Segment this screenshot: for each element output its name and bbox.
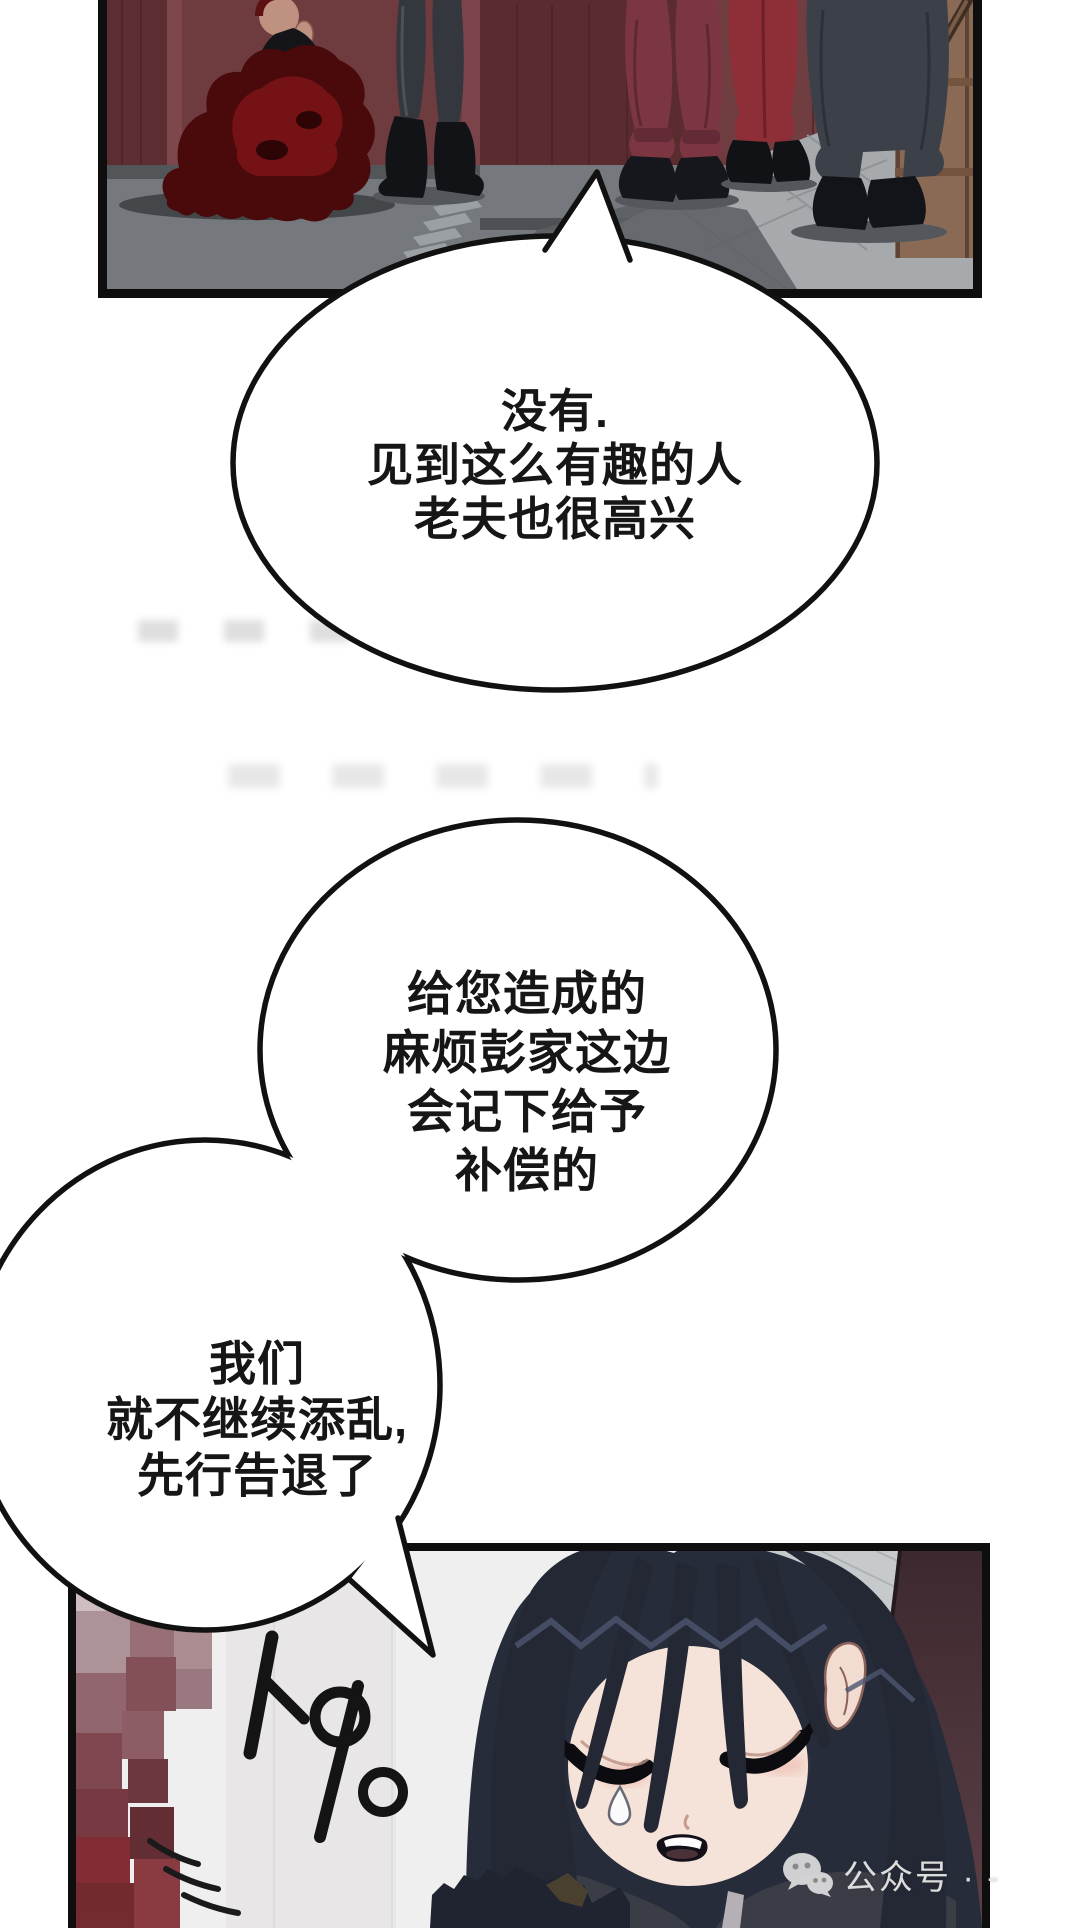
watermark: 公众号 · - — [782, 1850, 1001, 1899]
open-mouth — [656, 1834, 708, 1862]
bubble-line: 就不继续添乱, — [105, 1393, 409, 1446]
panel-top — [98, 0, 982, 298]
bubble-line: 我们 — [209, 1337, 305, 1390]
speech-bubble-3-text: 我们 就不继续添乱, 先行告退了 — [27, 1336, 487, 1504]
figure-red — [721, 0, 817, 192]
bubble-line: 见到这么有趣的人 — [367, 439, 743, 491]
bubble-line: 给您造成的 — [407, 967, 647, 1020]
speech-bubble-1 — [230, 169, 880, 693]
bubble-line: 麻烦彭家这边 — [383, 1026, 671, 1079]
figure-maroon — [615, 0, 739, 210]
bubble-line: 补偿的 — [455, 1144, 599, 1197]
bubble-line: 没有. — [501, 385, 609, 437]
watermark-text: 公众号 · - — [843, 1859, 1001, 1897]
sweat-drop — [607, 1784, 632, 1826]
secondary-head — [430, 1867, 630, 1928]
bubble-line: 老夫也很高兴 — [414, 493, 696, 545]
bubble-3-tail — [347, 1515, 436, 1658]
top-scene-illustration — [107, 0, 973, 289]
woman-portrait — [452, 1551, 982, 1928]
sfx-brush-strokes — [243, 1630, 408, 1843]
figure-gray-right — [791, 0, 949, 243]
bubble-1-tail — [542, 169, 633, 263]
speech-bubble-1-text: 没有. 见到这么有趣的人 老夫也很高兴 — [255, 384, 855, 546]
face — [568, 1646, 808, 1886]
figure-gray-left — [373, 0, 485, 205]
ghost-artifact-row — [228, 764, 658, 788]
speech-bubble-2 — [0, 817, 779, 1630]
motion-dashes — [147, 1838, 241, 1916]
blood-pool — [162, 45, 375, 222]
bubble-line: 会记下给予 — [407, 1085, 647, 1138]
speech-bubble-3 — [0, 1137, 443, 1658]
wechat-icon — [783, 1852, 833, 1897]
nose — [683, 1814, 690, 1831]
hair-highlight — [514, 1615, 916, 1703]
bubble-line: 先行告退了 — [137, 1449, 377, 1502]
speech-bubble-2-text: 给您造成的 麻烦彭家这边 会记下给予 补偿的 — [267, 964, 787, 1200]
